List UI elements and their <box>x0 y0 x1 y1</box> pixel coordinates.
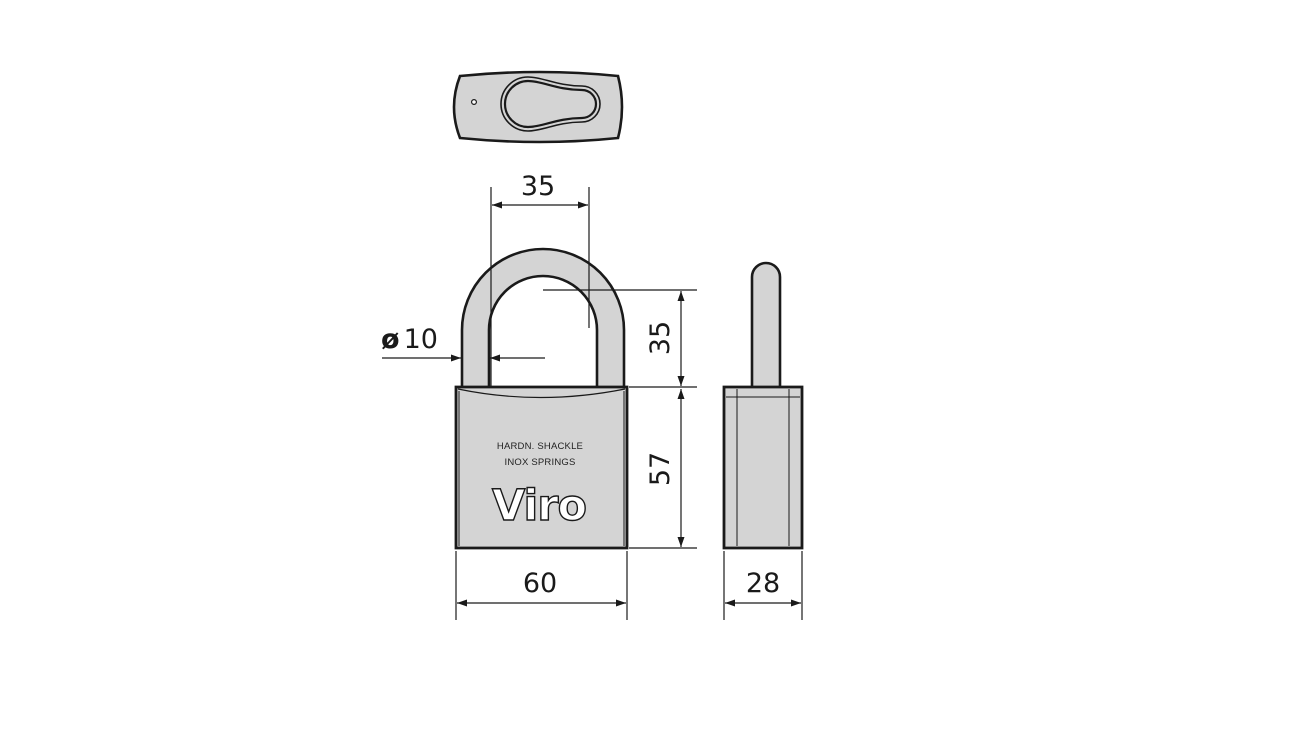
dim-label-body-depth: 28 <box>746 568 780 599</box>
side-view <box>722 261 804 550</box>
engraving-line2: INOX SPRINGS <box>504 457 575 468</box>
dimension-shackle-height <box>543 289 697 388</box>
side-shackle <box>750 261 782 390</box>
dim-label-shackle-width: 35 <box>521 171 555 202</box>
diameter-symbol: ø <box>381 324 400 355</box>
dimension-body-width <box>455 551 628 620</box>
engraving-line1: HARDN. SHACKLE <box>497 441 583 452</box>
front-view: HARDN. SHACKLE INOX SPRINGS Viro <box>454 247 629 550</box>
dim-label-shackle-height: 35 <box>645 321 676 355</box>
brand-logo-text: Viro <box>492 481 586 531</box>
dim-label-body-height: 57 <box>645 452 676 486</box>
diameter-value: 10 <box>404 324 438 355</box>
dimension-body-depth <box>723 551 803 620</box>
top-view-pin-hole <box>471 98 478 105</box>
shackle <box>460 247 626 390</box>
padlock-body <box>454 385 629 550</box>
keyway-inner <box>503 79 598 129</box>
dimension-body-height <box>629 389 697 549</box>
keyway-outer <box>500 76 601 132</box>
dim-label-body-width: 60 <box>523 568 557 599</box>
body-top-bevel <box>457 388 626 399</box>
top-view <box>452 70 624 144</box>
side-body <box>722 385 804 550</box>
